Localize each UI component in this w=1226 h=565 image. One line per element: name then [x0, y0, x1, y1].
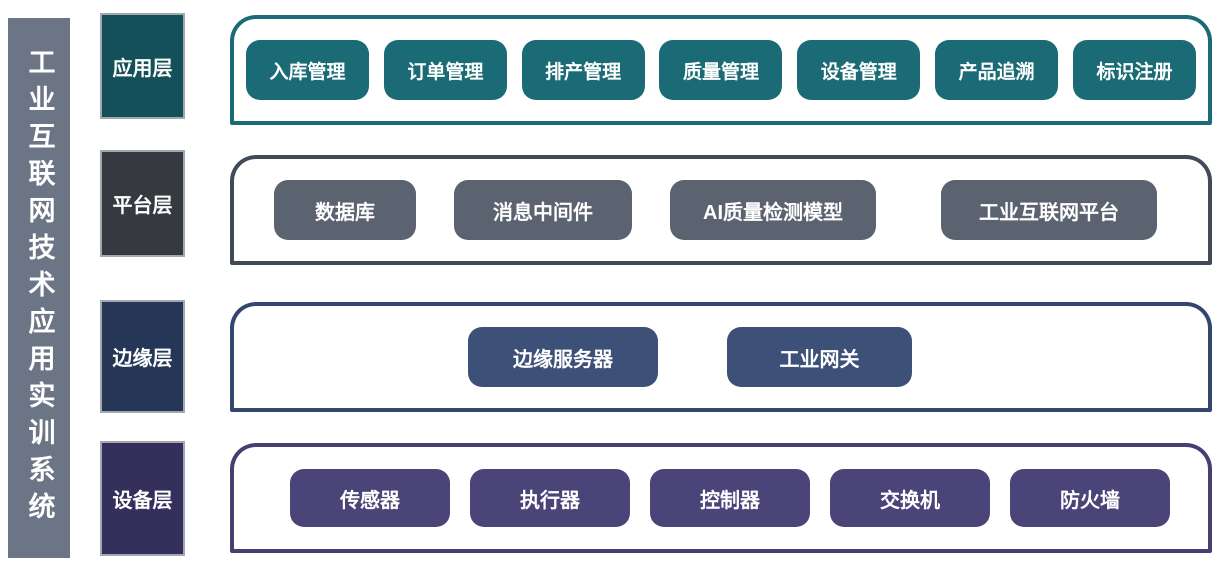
module-equipment-management: 设备管理: [797, 40, 921, 100]
module-firewall: 防火墙: [1010, 469, 1170, 527]
module-edge-server: 边缘服务器: [468, 327, 658, 387]
layer-container-platform: 数据库 消息中间件 AI质量检测模型 工业互联网平台: [230, 155, 1212, 265]
layer-label-platform-text: 平台层: [112, 195, 173, 217]
module-industrial-gateway: 工业网关: [727, 327, 912, 387]
layer-label-device-text: 设备层: [112, 490, 173, 512]
layer-label-platform: 平台层: [100, 150, 185, 257]
layer-container-device: 传感器 执行器 控制器 交换机 防火墙: [230, 443, 1212, 553]
layer-container-application: 入库管理 订单管理 排产管理 质量管理 设备管理 产品追溯 标识注册: [230, 15, 1212, 125]
layer-label-edge: 边缘层: [100, 300, 185, 413]
module-controller: 控制器: [650, 469, 810, 527]
module-production-scheduling: 排产管理: [521, 40, 645, 100]
layer-label-application: 应用层: [100, 13, 185, 119]
module-sensor: 传感器: [290, 469, 450, 527]
module-industrial-internet-platform: 工业互联网平台: [941, 180, 1157, 240]
module-warehouse-management: 入库管理: [246, 40, 369, 100]
module-ai-quality-inspection-model: AI质量检测模型: [670, 180, 876, 240]
layer-label-application-text: 应用层: [112, 57, 173, 80]
layer-container-edge: 边缘服务器 工业网关: [230, 302, 1212, 412]
layer-label-edge-text: 边缘层: [112, 348, 173, 370]
module-quality-management: 质量管理: [659, 40, 783, 100]
module-identifier-registration: 标识注册: [1072, 40, 1196, 100]
module-actuator: 执行器: [470, 469, 630, 527]
system-title: 工业互联网技术应用实训系统: [24, 47, 55, 529]
module-message-middleware: 消息中间件: [454, 180, 632, 240]
layer-label-device: 设备层: [100, 441, 185, 556]
module-product-traceability: 产品追溯: [935, 40, 1059, 100]
module-database: 数据库: [274, 180, 416, 240]
module-order-management: 订单管理: [383, 40, 507, 100]
module-switch: 交换机: [830, 469, 990, 527]
system-title-bar: 工业互联网技术应用实训系统: [8, 18, 70, 558]
